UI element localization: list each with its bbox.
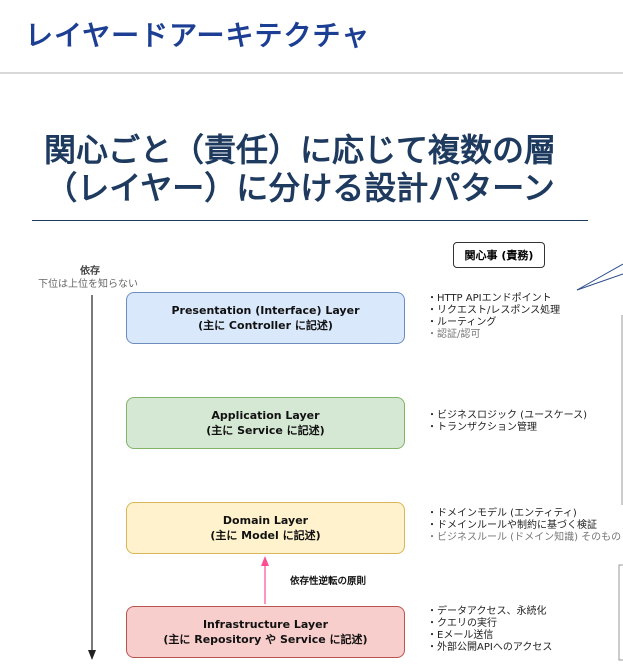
callout-line (576, 273, 623, 291)
concern-item: ・リクエスト/レスポンス処理 (427, 305, 561, 316)
concern-item: ・ビジネスロジック (ユースケース) (427, 410, 587, 421)
concern-item: ・データアクセス、永続化 (427, 606, 547, 617)
dip-arrowhead (261, 556, 269, 566)
layer-name: Domain Layer (222, 514, 309, 527)
concern-item: ・外部公開APIへのアクセス (427, 642, 553, 653)
subtitle-line-1: 関心ごと（責任）に応じて複数の層 (43, 131, 556, 169)
concern-item: ・トランザクション管理 (427, 422, 537, 433)
concern-label: 関心事 (責務) (453, 242, 545, 268)
concern-item: ・ドメインモデル (エンティティ) (427, 508, 577, 519)
dependency-arrowhead (88, 650, 96, 660)
concern-item: ・Eメール送信 (427, 630, 494, 641)
dependency-label: 依存 (80, 266, 100, 277)
layer-concerns: ・ドメインモデル (エンティティ)・ドメインルールや制約に基づく検証・ビジネスル… (427, 508, 621, 544)
concern-item: ・認証/認可 (427, 329, 481, 340)
layer-box: Presentation (Interface) Layer (主に Contro… (126, 292, 405, 344)
layer-concerns: ・HTTP APIエンドポイント・リクエスト/レスポンス処理・ルーティング・認証… (427, 293, 560, 341)
subtitle-rule (32, 220, 588, 221)
subtitle-line-2: （レイヤー）に分ける設計パターン (45, 169, 555, 207)
concern-item: ・ビジネスルール (ドメイン知識) そのもの (427, 532, 622, 543)
layer-concerns: ・ビジネスロジック (ユースケース)・トランザクション管理 (427, 410, 587, 434)
layer-box: Domain Layer (主に Model に記述) (126, 502, 405, 554)
layer-concerns: ・データアクセス、永続化・クエリの実行・Eメール送信・外部公開APIへのアクセス (427, 606, 552, 654)
concern-item: ・ドメインルールや制約に基づく検証 (427, 520, 597, 531)
dependency-note: 下位は上位を知らない (38, 279, 138, 290)
layer-subtitle: (主に Repository や Service に記述) (163, 633, 368, 646)
layer-name: Application Layer (211, 409, 320, 422)
partial-box (618, 564, 623, 661)
concern-item: ・クエリの実行 (427, 618, 497, 629)
header-divider (0, 72, 623, 74)
layer-box: Application Layer (主に Service に記述) (126, 397, 405, 449)
layer-subtitle: (主に Model に記述) (210, 529, 321, 542)
layer-name: Infrastructure Layer (202, 618, 329, 631)
layer-box: Infrastructure Layer (主に Repository や Ser… (126, 606, 405, 658)
concern-item: ・HTTP APIエンドポイント (427, 293, 552, 304)
callout-line (576, 263, 623, 291)
layer-name: Presentation (Interface) Layer (171, 304, 360, 317)
concern-item: ・ルーティング (427, 317, 497, 328)
layer-subtitle: (主に Controller に記述) (198, 319, 333, 332)
layer-subtitle: (主に Service に記述) (206, 424, 325, 437)
dip-label: 依存性逆転の原則 (290, 576, 367, 587)
slide-title: レイヤードアーキテクチャ (25, 19, 371, 52)
